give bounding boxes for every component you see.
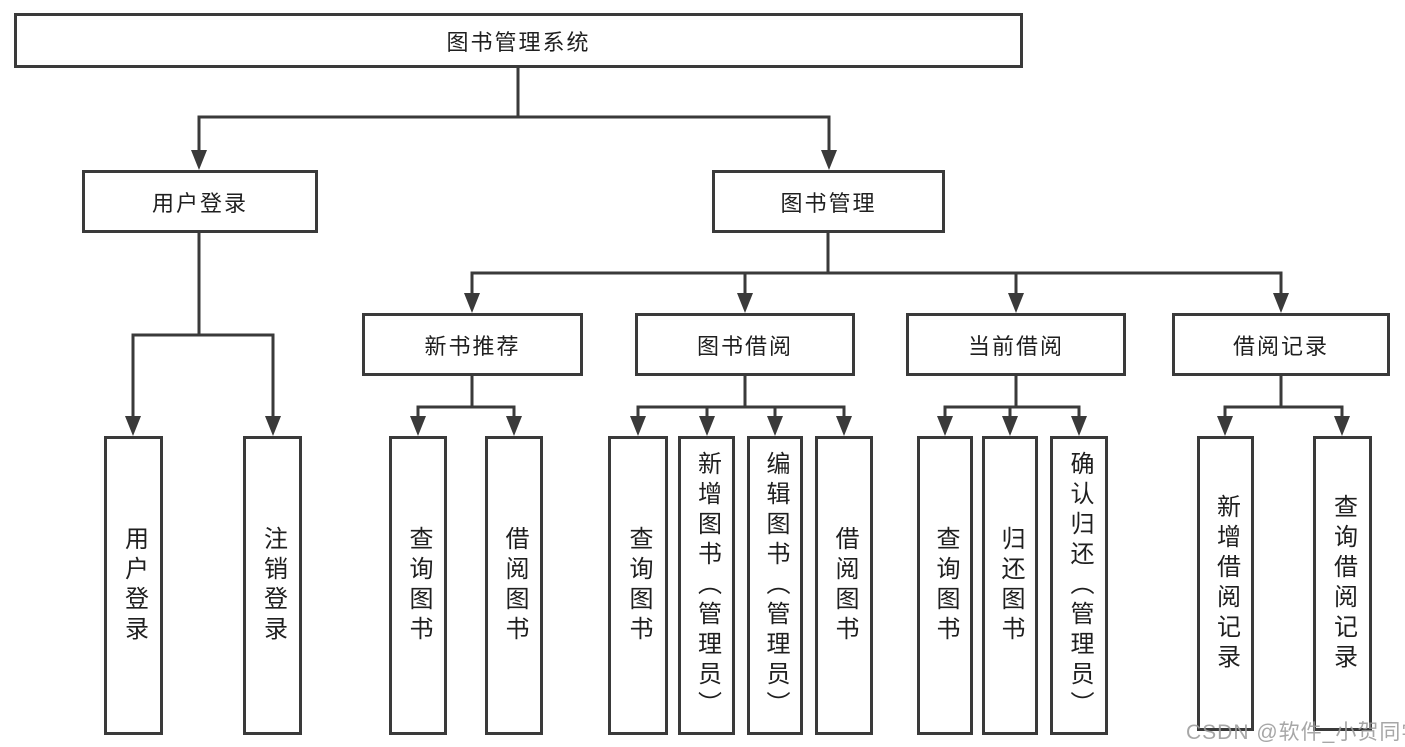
node-book-borrow: 图书借阅 — [635, 313, 855, 376]
node-borrow-records: 借阅记录 — [1172, 313, 1390, 376]
arrowhead — [937, 416, 953, 436]
arrowhead — [1071, 416, 1087, 436]
leaf-return-books: 归还图书 — [982, 436, 1038, 735]
arrowhead — [410, 416, 426, 436]
leaf-logout: 注销登录 — [243, 436, 302, 735]
arrowhead — [125, 416, 141, 436]
arrowhead — [1273, 293, 1289, 313]
arrowhead — [767, 416, 783, 436]
arrowhead — [265, 416, 281, 436]
arrowhead — [464, 293, 480, 313]
leaf-confirm-return-admin: 确认归还（管理员） — [1050, 436, 1108, 735]
arrowhead — [506, 416, 522, 436]
csdn-watermark: CSDN @软件_小贺同学 — [1186, 721, 1405, 744]
arrowhead — [821, 150, 837, 170]
leaf-query-books-borrow: 查询图书 — [608, 436, 668, 735]
arrowhead — [1008, 293, 1024, 313]
node-library-system: 图书管理系统 — [14, 13, 1023, 68]
leaf-query-borrow-record: 查询借阅记录 — [1313, 436, 1372, 731]
arrowhead — [836, 416, 852, 436]
leaf-add-borrow-record: 新增借阅记录 — [1197, 436, 1254, 731]
arrowhead — [699, 416, 715, 436]
leaf-edit-books-admin: 编辑图书（管理员） — [747, 436, 803, 735]
connector-user-login-children — [125, 233, 281, 436]
leaf-query-books-current: 查询图书 — [917, 436, 973, 735]
node-new-book-recommend: 新书推荐 — [362, 313, 583, 376]
connector-book-management-children — [464, 233, 1289, 313]
connector-new-book-children — [410, 376, 522, 436]
leaf-query-books-recommend: 查询图书 — [389, 436, 447, 735]
arrowhead — [191, 150, 207, 170]
arrowhead — [1334, 416, 1350, 436]
connector-root-to-level1 — [191, 66, 837, 170]
connector-borrow-records-children — [1217, 376, 1350, 436]
node-book-management: 图书管理 — [712, 170, 945, 233]
arrowhead — [737, 293, 753, 313]
leaf-user-login: 用户登录 — [104, 436, 163, 735]
leaf-add-books-admin: 新增图书（管理员） — [678, 436, 735, 735]
arrowhead — [1217, 416, 1233, 436]
connector-book-borrow-children — [630, 376, 852, 436]
arrowhead — [1002, 416, 1018, 436]
node-user-login: 用户登录 — [82, 170, 318, 233]
connector-current-borrow-children — [937, 376, 1087, 436]
node-current-borrow: 当前借阅 — [906, 313, 1126, 376]
arrowhead — [630, 416, 646, 436]
leaf-borrow-books: 借阅图书 — [815, 436, 873, 735]
leaf-borrow-books-recommend: 借阅图书 — [485, 436, 543, 735]
